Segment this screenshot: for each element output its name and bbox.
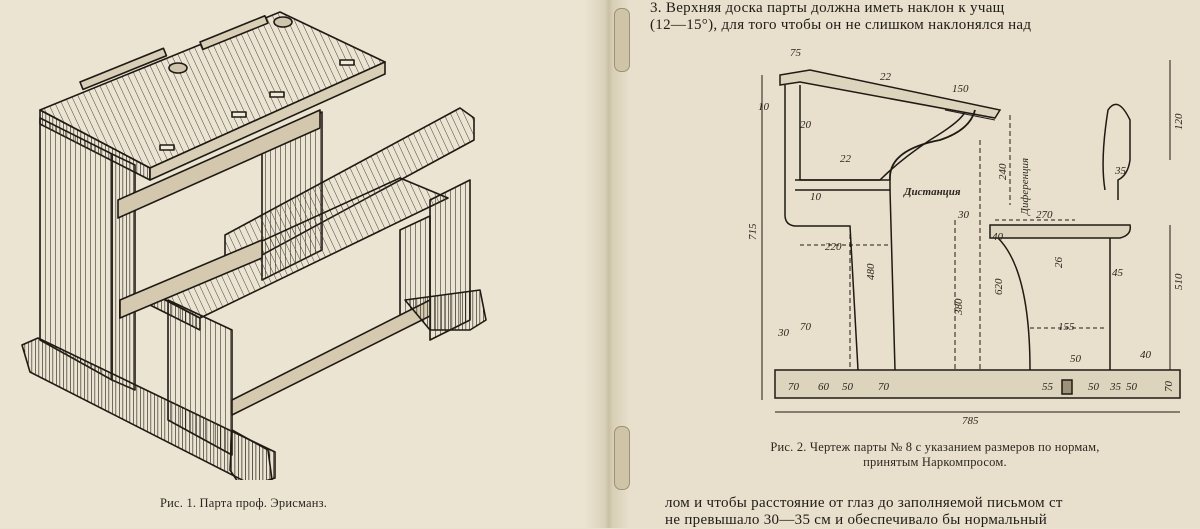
dimension-label: 70 xyxy=(800,321,812,333)
dimension-label: 480 xyxy=(865,263,877,280)
dimension-label: 50 xyxy=(1070,353,1082,365)
dimension-label: 35 xyxy=(1109,381,1122,393)
dimension-label: Диференция xyxy=(1019,158,1031,216)
dimension-label: 40 xyxy=(992,231,1004,243)
caption-line: принятым Наркомпросом. xyxy=(863,455,1007,469)
dimension-label: 220 xyxy=(825,241,842,253)
dimension-label: 22 xyxy=(880,71,892,83)
figure1-desk-illustration xyxy=(21,11,487,480)
desk-side-left xyxy=(39,117,113,381)
dimension-label: 715 xyxy=(747,223,759,240)
dimension-label: 270 xyxy=(1036,209,1053,221)
dimension-label: 50 xyxy=(1126,381,1138,393)
dimension-label: 30 xyxy=(777,327,790,339)
right-page-bottom-text: лом и чтобы расстояние от глаз до заполн… xyxy=(665,495,1063,529)
dimension-label: 240 xyxy=(997,163,1009,180)
figure2-technical-drawing: 75 22 150 10 20 22 10 240 Диференция Дис… xyxy=(747,47,1185,427)
dimension-label: 620 xyxy=(993,278,1005,295)
text-line: не превышало 30—35 см и обеспечивало бы … xyxy=(665,512,1048,528)
dimension-label: 510 xyxy=(1173,273,1185,290)
dimension-label: 30 xyxy=(957,209,970,221)
dimension-label: 785 xyxy=(962,415,979,427)
figure2-caption: Рис. 2. Чертеж парты № 8 с указанием раз… xyxy=(700,440,1170,470)
dimension-label: 70 xyxy=(1163,381,1175,393)
dimension-label: Дистанция xyxy=(903,186,961,198)
dimension-label: 75 xyxy=(790,47,802,59)
caption-line: Рис. 2. Чертеж парты № 8 с указанием раз… xyxy=(770,440,1100,454)
dimension-label: 20 xyxy=(800,119,812,131)
dimension-label: 40 xyxy=(1140,349,1152,361)
figure1-caption: Рис. 1. Парта проф. Эрисманз. xyxy=(160,496,328,510)
dimension-label: 45 xyxy=(1112,267,1124,279)
dimension-label: 120 xyxy=(1173,113,1185,130)
dimension-label: 380 xyxy=(953,298,965,316)
dimension-label: 150 xyxy=(952,83,969,95)
dimension-label: 35 xyxy=(1114,165,1127,177)
right-page xyxy=(600,0,1200,528)
text-line: 3. Верхняя доска парты должна иметь накл… xyxy=(650,0,1005,16)
dimension-label: 10 xyxy=(758,101,770,113)
dimension-label: 50 xyxy=(842,381,854,393)
text-line: (12—15°), для того чтобы он не слишком н… xyxy=(650,17,1032,33)
dimension-label: 70 xyxy=(878,381,890,393)
right-page-top-text: 3. Верхняя доска парты должна иметь накл… xyxy=(650,0,1031,34)
dimension-label: 22 xyxy=(840,153,852,165)
binding-thread-bottom xyxy=(614,426,630,490)
dimension-label: 70 xyxy=(788,381,800,393)
dimension-label: 50 xyxy=(1088,381,1100,393)
dimension-label: 26 xyxy=(1053,257,1065,269)
dimension-label: 60 xyxy=(818,381,830,393)
inkwell-icon xyxy=(273,16,293,28)
text-line: лом и чтобы расстояние от глаз до заполн… xyxy=(665,495,1063,511)
inkwell-icon xyxy=(168,62,188,74)
dimension-label: 55 xyxy=(1042,381,1054,393)
dimension-label: 155 xyxy=(1058,321,1075,333)
dimension-label: 10 xyxy=(810,191,822,203)
binding-thread-top xyxy=(614,8,630,72)
